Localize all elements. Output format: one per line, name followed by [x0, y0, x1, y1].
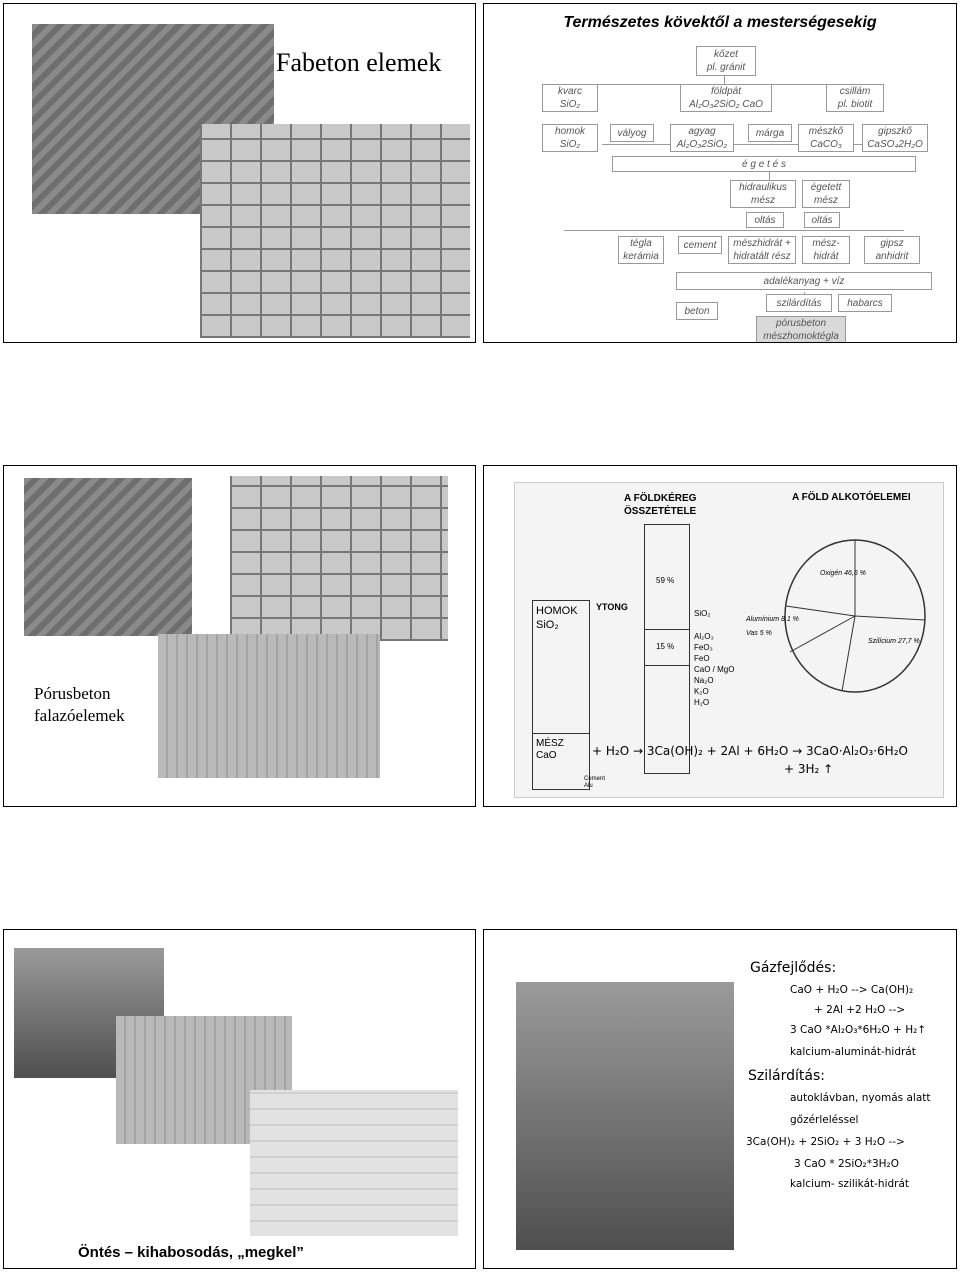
box-kvarc: kvarc SiO₂: [542, 84, 598, 112]
slide-fabeton: Fabeton elemek: [3, 3, 476, 343]
photo-block-wall: [230, 476, 448, 641]
eq-line-4: kalcium-aluminát-hidrát: [790, 1046, 916, 1058]
label-mesz: MÉSZ CaO: [536, 738, 564, 761]
text-autoklav: autoklávban, nyomás alatt: [790, 1092, 931, 1104]
heading-szilarditas: Szilárdítás:: [748, 1068, 825, 1084]
slide-sketch: A FÖLDKÉREG ÖSSZETÉTELE A FÖLD ALKOTÓELE…: [483, 465, 957, 807]
box-habarcs: habarcs: [838, 294, 892, 312]
pct-59: 59 %: [656, 576, 675, 585]
box-valyog: vályog: [610, 124, 654, 142]
slide-ontes: Öntés – kihabosodás, „megkel”: [3, 929, 476, 1269]
slide-flowchart: Természetes kövektől a mesterségesekig k…: [483, 3, 957, 343]
slide-porusbeton: Pórusbeton falazóelemek: [3, 465, 476, 807]
box-homok: homok SiO₂: [542, 124, 598, 152]
box-meszhidrat: mész- hidrát: [802, 236, 850, 264]
pie-label-vas: Vas 5 %: [746, 630, 772, 637]
box-szilarditas: szilárdítás: [766, 294, 832, 312]
pct-15: 15 %: [656, 642, 675, 651]
box-egetett-mesz: égetett mész: [802, 180, 850, 208]
box-beton: beton: [676, 302, 718, 320]
eq-line-1: CaO + H₂O --> Ca(OH)₂: [790, 984, 914, 996]
header-foldkereg: A FÖLDKÉREG ÖSSZETÉTELE: [624, 493, 697, 517]
label-homok: HOMOK SiO₂: [536, 605, 578, 631]
label-cement: Cement Alu: [584, 776, 606, 789]
title-porusbeton: Pórusbeton: [34, 684, 111, 703]
heading-gazfejlodes: Gázfejlődés:: [750, 960, 837, 976]
eq-line-6: 3 CaO * 2SiO₂*3H₂O: [794, 1158, 900, 1170]
title-falazoelemek: falazóelemek: [34, 706, 125, 725]
eq-line-5: 3Ca(OH)₂ + 2SiO₂ + 3 H₂O -->: [746, 1136, 905, 1148]
text-gozerleles: gőzérleléssel: [790, 1114, 859, 1126]
box-gipszko: gipszkő CaSO₄2H₂O: [862, 124, 928, 152]
eq-line-7: kalcium- szilikát-hidrát: [790, 1178, 910, 1190]
box-foldpat: földpát Al₂O₃2SiO₂ CaO: [680, 84, 772, 112]
box-oltas-2: oltás: [804, 212, 840, 228]
eq-line-2: + 2Al +2 H₂O -->: [814, 1004, 906, 1016]
box-adalekanyag: adalékanyag + víz: [676, 272, 932, 290]
box-oltas-1: oltás: [746, 212, 784, 228]
sketch-board: [514, 482, 944, 798]
box-agyag: agyag Al₂O₃2SiO₂: [670, 124, 734, 152]
photo-worker-cutting: [24, 478, 192, 636]
photo-laying-blocks: [158, 634, 380, 778]
label-ytong: YTONG: [596, 602, 628, 612]
slide-gazfejlodes: Gázfejlődés: CaO + H₂O --> Ca(OH)₂ + 2Al…: [483, 929, 957, 1269]
pie-label-szilicium: Szilícium 27,7 %: [868, 638, 920, 645]
composition-pie: [784, 539, 926, 693]
homok-mesz-column: [532, 600, 590, 790]
box-marga: márga: [748, 124, 792, 142]
eq-line-3: 3 CaO *Al₂O₃*6H₂O + H₂↑: [790, 1024, 927, 1036]
reaction-equation-h2: + 3H₂ ↑: [784, 762, 834, 776]
box-meszhidrat-hidratalt: mészhidrát + hidratált rész: [728, 236, 796, 264]
composition-column: [644, 524, 690, 774]
header-fold-alkotoelemei: A FÖLD ALKOTÓELEMEI: [792, 492, 911, 503]
box-meszko: mészkő CaCO₃: [798, 124, 854, 152]
oxide-list: SiO₂ Al₂O₃ FeO₃ FeO CaO / MgO Na₂O K₂O H…: [694, 609, 735, 707]
pie-label-aluminium: Alumínium 8,1 %: [746, 616, 799, 623]
pie-label-oxigen: Oxigén 46,6 %: [820, 570, 866, 577]
flowchart-title: Természetes kövektől a mesterségesekig: [563, 14, 877, 31]
box-porusbeton: pórusbeton mészhomoktégla: [756, 316, 846, 342]
box-csillam: csillám pl. biotit: [826, 84, 884, 112]
box-kozet: kőzet pl. gránit: [696, 46, 756, 76]
box-egetes: é g e t é s: [612, 156, 916, 172]
caption-ontes: Öntés – kihabosodás, „megkel”: [78, 1244, 304, 1261]
box-hidraulikus-mesz: hidraulikus mész: [730, 180, 796, 208]
photo-molds: [250, 1090, 458, 1236]
photo-mold-tank: [516, 982, 734, 1250]
slide-title: Fabeton elemek: [276, 48, 442, 77]
box-gipsz-anhidrit: gipsz anhidrit: [864, 236, 920, 264]
box-tegla: tégla kerámia: [618, 236, 664, 264]
box-cement: cement: [678, 236, 722, 254]
reaction-equation: + H₂O → 3Ca(OH)₂ + 2Al + 6H₂O → 3CaO·Al₂…: [592, 744, 908, 758]
photo-block-rows: [200, 124, 470, 338]
